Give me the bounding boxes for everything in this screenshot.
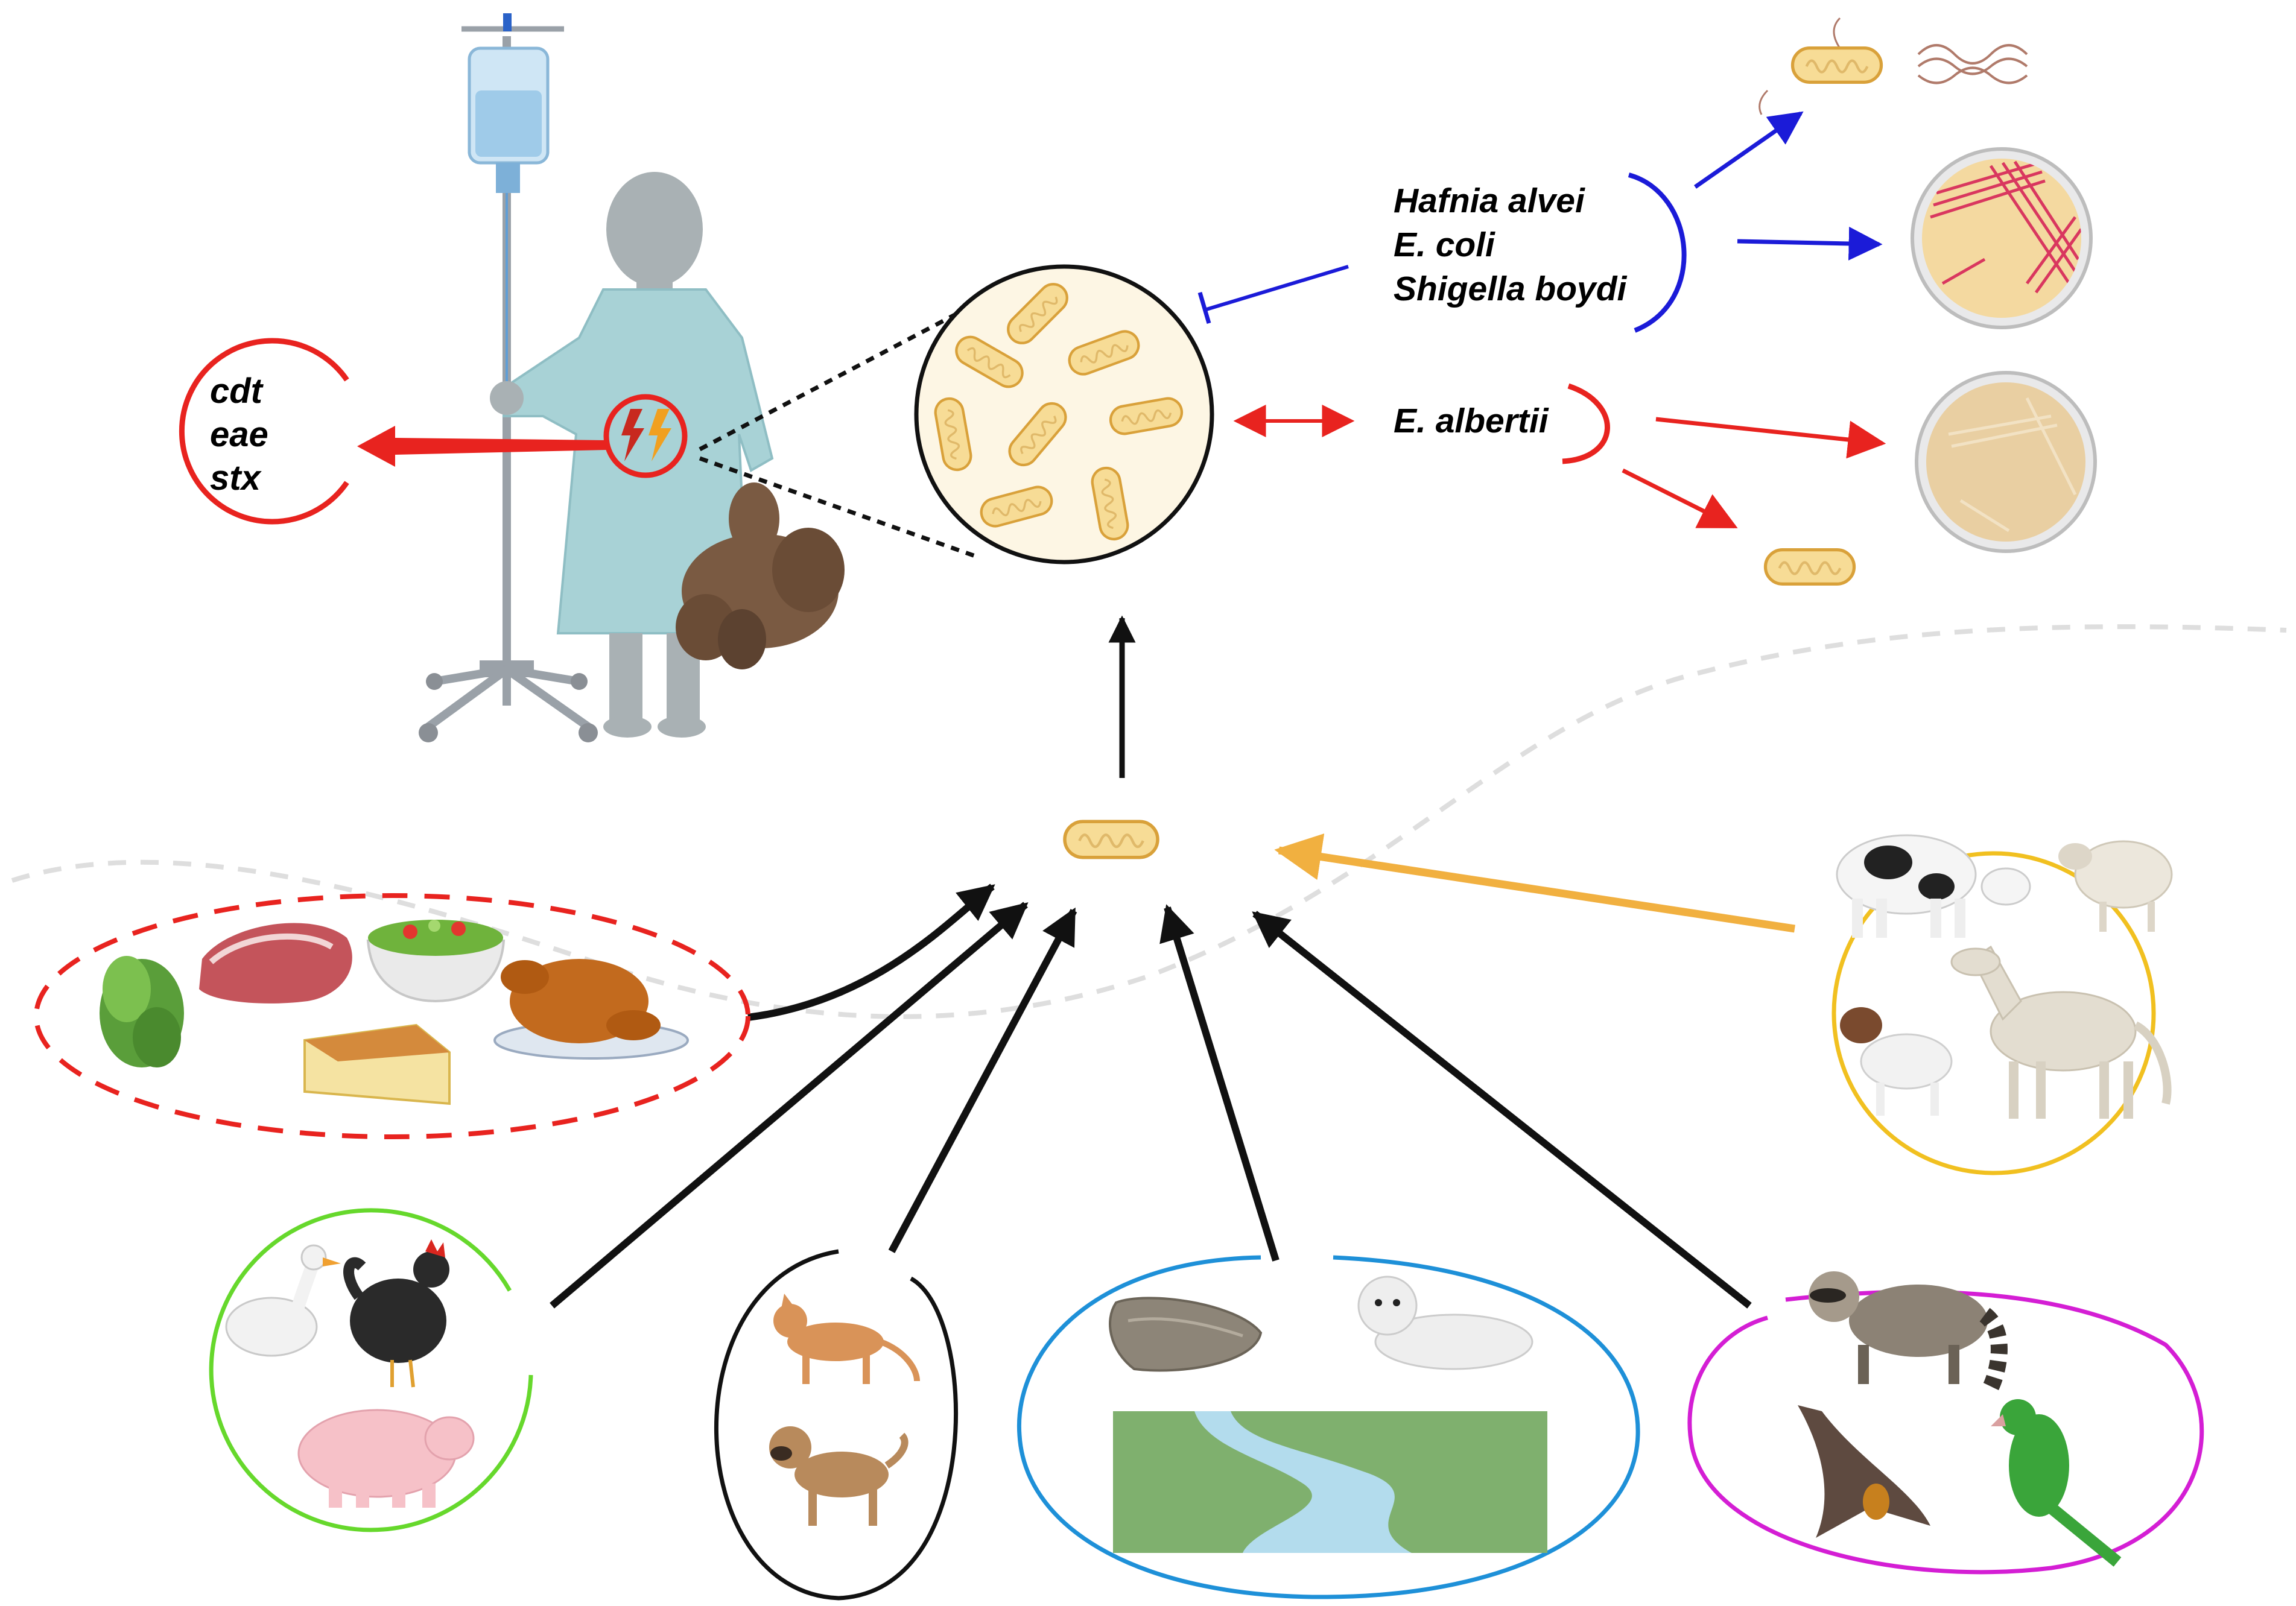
wildlife-arc bbox=[1687, 1289, 2204, 1575]
background-dashed-curve bbox=[11, 624, 2287, 1019]
roast-chicken-icon bbox=[493, 959, 689, 1060]
rooster-icon bbox=[343, 1239, 449, 1388]
species-e-coli: E. coli bbox=[1394, 226, 1495, 264]
cat-icon bbox=[773, 1294, 920, 1384]
species-shigella-boydi: Shigella boydi bbox=[1394, 270, 1628, 308]
e-albertii-bracket bbox=[1562, 383, 1610, 464]
livestock-circle bbox=[1831, 851, 2156, 1175]
oyster-icon bbox=[1109, 1297, 1263, 1372]
blue-arrow-plate bbox=[1737, 226, 1883, 261]
misidentification-bracket bbox=[1628, 172, 1687, 333]
genes-arrow bbox=[357, 426, 606, 467]
species-e-albertii: E. albertii bbox=[1394, 402, 1549, 440]
steak-icon bbox=[199, 923, 352, 1004]
environment-group bbox=[1016, 1255, 1640, 1599]
teddy-bear-icon bbox=[676, 482, 845, 669]
misidentification-group: Hafnia alvei E. coli Shigella boydi bbox=[1197, 111, 1883, 333]
pig-icon bbox=[297, 1409, 475, 1508]
cow-icon bbox=[1836, 834, 2031, 938]
arrow-from-wildlife bbox=[1252, 911, 1752, 1309]
patient-group bbox=[419, 13, 845, 742]
dog-icon bbox=[769, 1426, 909, 1526]
environment-arc bbox=[1016, 1255, 1640, 1599]
e-albertii-group: E. albertii bbox=[1233, 383, 1886, 529]
cheese-wedge-icon bbox=[303, 1023, 451, 1105]
agar-plate-beige-icon bbox=[1915, 371, 2097, 553]
poultry-pig-group bbox=[209, 1208, 533, 1532]
pets-group bbox=[714, 1249, 959, 1601]
zoom-line-top bbox=[699, 302, 975, 452]
gene-stx: stx bbox=[210, 458, 262, 498]
lettuce-icon bbox=[100, 956, 184, 1067]
livestock-group bbox=[1831, 834, 2173, 1175]
bat-icon bbox=[1798, 1405, 1930, 1538]
lightning-bolts-icon bbox=[603, 394, 688, 478]
seal-pup-icon bbox=[1357, 1276, 1533, 1370]
arrow-from-environment bbox=[1159, 904, 1280, 1262]
gene-eae: eae bbox=[210, 415, 268, 454]
arrow-from-livestock bbox=[1274, 833, 1795, 933]
salad-bowl-icon bbox=[366, 920, 506, 1003]
sheep-icon bbox=[2058, 840, 2173, 932]
parrot-icon bbox=[1991, 1399, 2122, 1567]
raccoon-icon bbox=[1809, 1271, 2008, 1391]
river-landscape-icon bbox=[1113, 1411, 1547, 1553]
poultry-pig-arc bbox=[209, 1208, 533, 1532]
virulence-genes-group: cdt eae stx bbox=[179, 338, 606, 525]
food-group bbox=[34, 893, 750, 1139]
food-dashed-ellipse bbox=[34, 893, 750, 1139]
arrow-from-pets bbox=[888, 907, 1077, 1253]
central-bacterium-icon bbox=[1065, 821, 1158, 857]
arrow-from-food bbox=[747, 884, 995, 1021]
red-arrow-bacterium bbox=[1622, 468, 1738, 529]
wildlife-group bbox=[1687, 1271, 2204, 1575]
horse-icon bbox=[1950, 945, 2172, 1119]
agar-plate-red-streaks-icon bbox=[1911, 147, 2093, 329]
virulence-genes-arc bbox=[179, 338, 349, 525]
red-arrow-plate bbox=[1655, 417, 1886, 459]
zoom-line-bottom bbox=[699, 456, 982, 560]
goose-icon bbox=[225, 1244, 341, 1357]
inhibition-bar bbox=[1197, 292, 1211, 324]
gene-cdt: cdt bbox=[210, 371, 264, 411]
pets-arc bbox=[714, 1249, 959, 1601]
goat-icon bbox=[1840, 1007, 1953, 1116]
rod-bacterium-icon bbox=[1766, 550, 1854, 584]
iv-drip-stand-icon bbox=[419, 13, 598, 742]
species-hafnia-alvei: Hafnia alvei bbox=[1394, 182, 1585, 220]
inhibition-line bbox=[1206, 265, 1349, 311]
blue-arrow-bacterium bbox=[1693, 111, 1804, 189]
magnified-bacteria-icon bbox=[914, 264, 1214, 564]
hospitalized-child-icon bbox=[490, 172, 774, 738]
arrow-from-poultry bbox=[550, 902, 1029, 1309]
flagellated-bacterium-icon bbox=[1758, 17, 2028, 115]
